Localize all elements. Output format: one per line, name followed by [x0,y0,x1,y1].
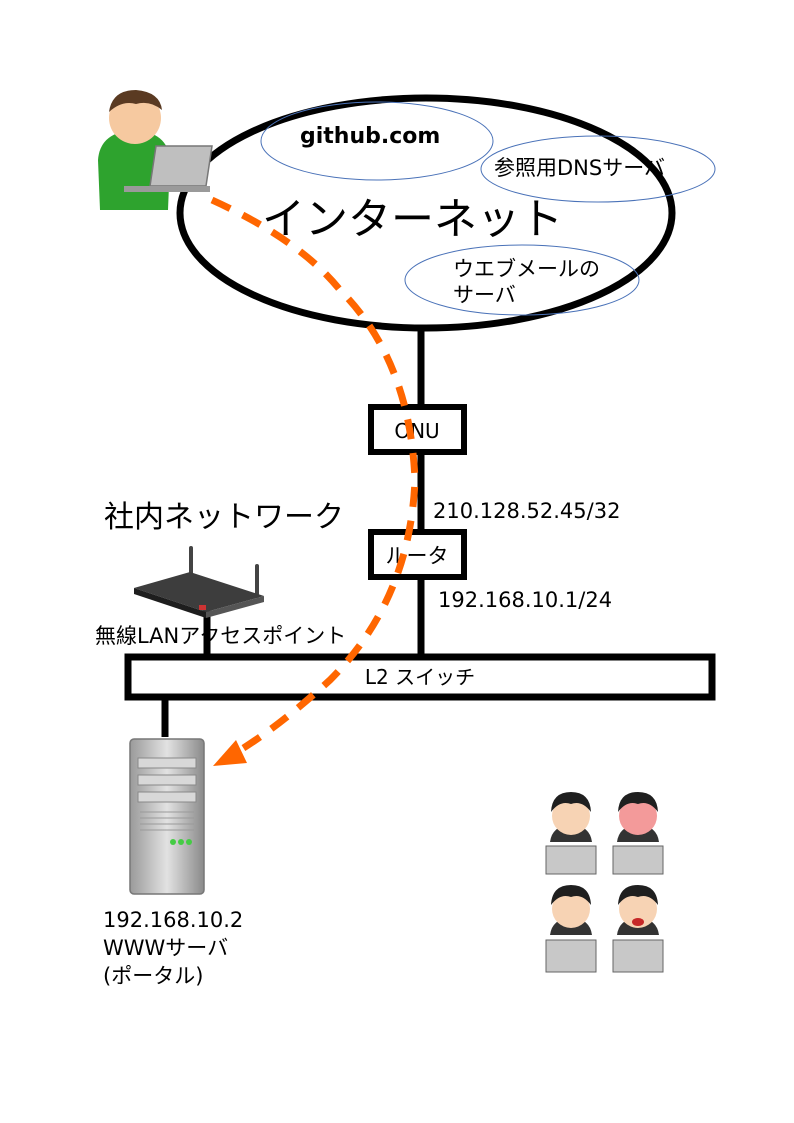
webmail-server-label-line1: ウエブメールの [453,257,600,281]
router-box [368,529,467,580]
l2-switch-label: L2 スイッチ [365,665,475,689]
dns-server-label: 参照用DNSサーバ [494,156,665,180]
www-server-role: (ポータル) [103,964,203,988]
github-oval [260,101,494,181]
onu-box [368,404,467,455]
webmail-server-label-line2: サーバ [453,283,516,307]
router-lan-ip: 192.168.10.1/24 [438,588,612,612]
server-icon [129,738,205,895]
www-server-ip: 192.168.10.2 [103,908,243,932]
internet-cloud [176,94,676,332]
access-route-arrowhead [213,740,247,766]
dns-server-oval [480,135,716,203]
l2-switch-box [124,653,716,701]
access-route-arrow [210,196,419,759]
github-label: github.com [300,124,440,149]
router-label: ルータ [386,544,449,568]
www-server-name: WWWサーバ [103,936,228,960]
worker-worried-icon [545,885,597,973]
network-label: 社内ネットワーク [104,500,344,535]
onu-label: ONU [394,419,439,443]
worker-laughing-icon [612,885,664,973]
remote-user-icon [98,90,213,210]
wireless-ap-label: 無線LANアクセスポイント [95,624,346,648]
wireless-ap-icon [134,546,264,618]
worker-smiling-icon [545,792,597,875]
office-workers-icon [545,792,664,973]
worker-angry-icon [612,792,664,875]
webmail-server-oval [404,244,640,316]
router-wan-ip: 210.128.52.45/32 [433,499,620,523]
internet-label: インターネット [262,195,563,245]
